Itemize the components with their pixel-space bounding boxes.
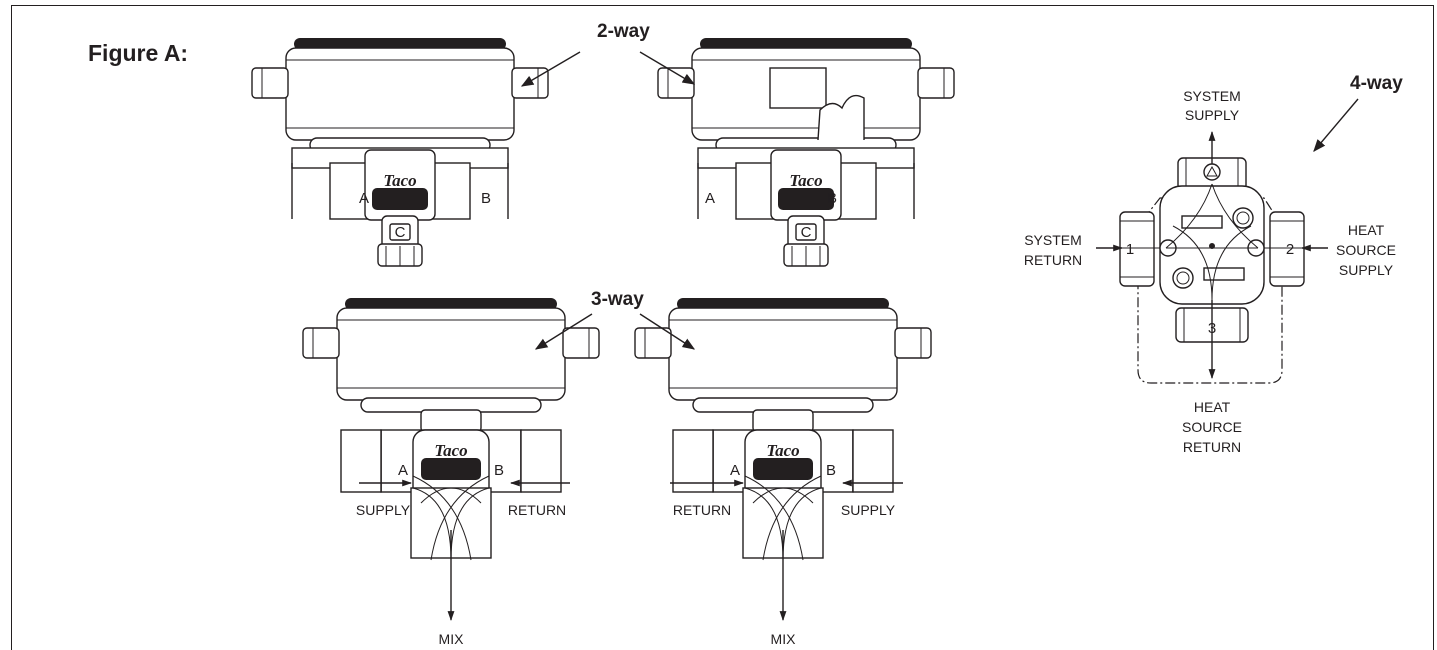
- three-way-valve-right: Taco A B: [634, 297, 932, 561]
- port-label-b: B: [481, 190, 491, 207]
- callout-4-way: 4-way: [1350, 73, 1403, 94]
- port-label-b: B: [494, 462, 504, 479]
- heat-source-supply-label-1: HEAT: [1348, 222, 1385, 238]
- cutaway-break: [817, 94, 865, 141]
- callout-arrow-left: [520, 51, 581, 87]
- system-supply-label-2: SUPPLY: [1185, 107, 1240, 123]
- port-label-1: 1: [1126, 241, 1134, 258]
- callout-arrow-left: [534, 313, 593, 350]
- flow-label-left: RETURN: [673, 502, 731, 518]
- heat-source-return-label-2: SOURCE: [1182, 419, 1242, 435]
- valve-logo: Taco: [766, 441, 799, 460]
- two-way-valve-right: Taco A B C: [657, 37, 955, 267]
- heat-source-supply-label-3: SUPPLY: [1339, 262, 1394, 278]
- port-label-c: C: [395, 224, 406, 241]
- two-way-valve-left: Taco A B C: [251, 37, 549, 267]
- system-supply-label-1: SYSTEM: [1183, 88, 1241, 104]
- heat-source-return-label-1: HEAT: [1194, 399, 1231, 415]
- port-label-b: B: [827, 190, 837, 207]
- system-return-label-2: RETURN: [1024, 252, 1082, 268]
- flow-label-right: SUPPLY: [841, 502, 896, 518]
- flow-label-bottom: MIX: [439, 631, 465, 645]
- port-label-c: C: [801, 224, 812, 241]
- valve-logo: Taco: [789, 171, 822, 190]
- actuator-outline: [1137, 197, 1283, 384]
- callout-arrow: [1313, 98, 1359, 152]
- four-way-valve: 1 2 3: [1096, 131, 1328, 384]
- three-way-valve-left: Taco A B: [302, 297, 600, 561]
- flow-label-left: SUPPLY: [356, 502, 411, 518]
- heat-source-supply-label-2: SOURCE: [1336, 242, 1396, 258]
- port-label-2: 2: [1286, 241, 1294, 258]
- callout-2-way: 2-way: [597, 21, 650, 42]
- flow-label-bottom: MIX: [771, 631, 797, 645]
- port-label-a: A: [398, 462, 408, 479]
- heat-source-return-label-3: RETURN: [1183, 439, 1241, 455]
- figure-title: Figure A:: [88, 40, 189, 66]
- system-return-label-1: SYSTEM: [1024, 232, 1082, 248]
- flow-label-right: RETURN: [508, 502, 566, 518]
- callout-arrow-right: [639, 51, 696, 85]
- callout-arrow-right: [639, 313, 696, 350]
- valve-logo: Taco: [383, 171, 416, 190]
- callout-3-way: 3-way: [591, 289, 644, 310]
- port-label-a: A: [730, 462, 740, 479]
- cutaway-window: [769, 67, 827, 109]
- port-label-b: B: [826, 462, 836, 479]
- port-label-a: A: [705, 190, 715, 207]
- valve-logo: Taco: [434, 441, 467, 460]
- figure-border: [11, 5, 1434, 650]
- port-label-a: A: [359, 190, 369, 207]
- port-label-3: 3: [1208, 320, 1216, 337]
